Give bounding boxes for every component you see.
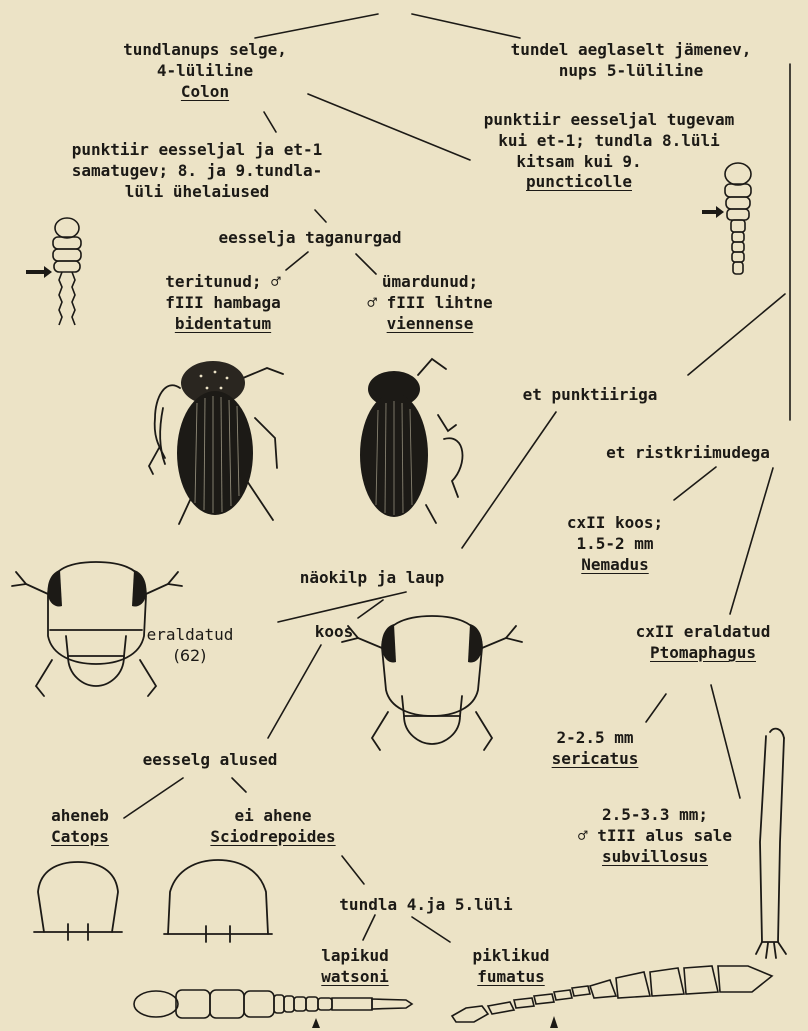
sciodrepoides-node: ei ahene Sciodrepoides (178, 806, 368, 848)
connector-line (255, 14, 378, 38)
punctiir-left-node: punktiir eesseljal ja et-1 samatugev; 8.… (12, 140, 382, 202)
text-line: nups 5-lüliline (456, 61, 806, 82)
pronotum-base-question: eesselg alused (110, 750, 310, 771)
antenna-figure-watsoni (132, 976, 416, 1030)
pronotum-figure-catops (30, 852, 126, 944)
taxon-label: Catops (30, 827, 130, 848)
text-line: punktiir eesseljal tugevam (424, 110, 794, 131)
text-line: lüli ühelaiused (12, 182, 382, 203)
text-line: ümardunud; (340, 272, 520, 293)
connector-line (124, 778, 183, 818)
text-line: 2-2.5 mm (540, 728, 650, 749)
connector-line (342, 856, 364, 884)
text-line: aheneb (30, 806, 130, 827)
taxon-label: sericatus (540, 749, 650, 770)
text-line: 4-lüliline (80, 61, 330, 82)
pronotum-question: eesselja taganurgad (170, 228, 450, 249)
taxon-label: subvillosus (540, 847, 770, 868)
viennense-node: ümardunud; ♂ fIII lihtne viennense (340, 272, 520, 334)
head-figure-separated (8, 556, 188, 706)
leg-figure (740, 722, 800, 962)
text-line: punktiir eesseljal ja et-1 (12, 140, 382, 161)
connector-line (315, 210, 326, 222)
text-line: teritunud; ♂ (128, 272, 318, 293)
couplet1-left: tundlanups selge, 4-lüliline Colon (80, 40, 330, 102)
text-line: 2.5-3.3 mm; (540, 805, 770, 826)
pronotum-figure-sciodrepoides (162, 850, 274, 944)
catops-node: aheneb Catops (30, 806, 130, 848)
sericatus-node: 2-2.5 mm sericatus (540, 728, 650, 770)
taxon-label: viennense (340, 314, 520, 335)
taxon-label: Sciodrepoides (178, 827, 368, 848)
connector-line (412, 917, 450, 942)
beetle-figure-viennense (348, 355, 478, 535)
text-line: kui et-1; tundla 8.lüli (424, 131, 794, 152)
connector-line (646, 694, 666, 722)
text-line: ♂ tIII alus sale (540, 826, 770, 847)
text-line: fIII hambaga (128, 293, 318, 314)
text-line: cxII koos; (530, 513, 700, 534)
connector-line (264, 112, 276, 132)
taxon-label: Colon (80, 82, 330, 103)
head-figure-fused (336, 612, 526, 760)
connector-line (232, 778, 246, 792)
bidentatum-node: teritunud; ♂ fIII hambaga bidentatum (128, 272, 318, 334)
punktiiriga-label: et punktiiriga (480, 385, 700, 406)
text-line: cxII eraldatud (598, 622, 808, 643)
beetle-figure-bidentatum (135, 348, 295, 538)
antenna-club-figure-left (22, 208, 92, 338)
ristkriimudega-label: et ristkriimudega (570, 443, 806, 464)
connector-line (412, 14, 520, 38)
connector-line (286, 252, 308, 270)
nemadus-node: cxII koos; 1.5-2 mm Nemadus (530, 513, 700, 575)
couplet1-right: tundel aeglaselt jämenev, nups 5-lülilin… (456, 40, 806, 82)
connector-line (730, 468, 773, 614)
text-line: lapikud (300, 946, 410, 967)
subvillosus-node: 2.5-3.3 mm; ♂ tIII alus sale subvillosus (540, 805, 770, 867)
connector-line (688, 294, 785, 375)
antenna-figure-fumatus (448, 962, 784, 1030)
text-line: tundlanups selge, (80, 40, 330, 61)
text-line: ♂ fIII lihtne (340, 293, 520, 314)
text-line: samatugev; 8. ja 9.tundla- (12, 161, 382, 182)
text-line: ei ahene (178, 806, 368, 827)
connector-line (363, 915, 375, 940)
text-line: kitsam kui 9. (424, 152, 734, 173)
taxon-label: puncticolle (424, 172, 734, 193)
head-question: näokilp ja laup (262, 568, 482, 589)
text-line: 1.5-2 mm (530, 534, 700, 555)
connector-line (674, 467, 716, 500)
taxon-label: bidentatum (128, 314, 318, 335)
connector-line (711, 685, 740, 798)
antenna-question: tundla 4.ja 5.lüli (296, 895, 556, 916)
connector-line (268, 645, 321, 738)
taxon-label: Nemadus (530, 555, 700, 576)
text-line: tundel aeglaselt jämenev, (456, 40, 806, 61)
connector-line (356, 254, 376, 274)
antenna-club-figure-right (700, 160, 770, 280)
taxon-label: Ptomaphagus (598, 643, 808, 664)
ptomaphagus-node: cxII eraldatud Ptomaphagus (598, 622, 808, 664)
